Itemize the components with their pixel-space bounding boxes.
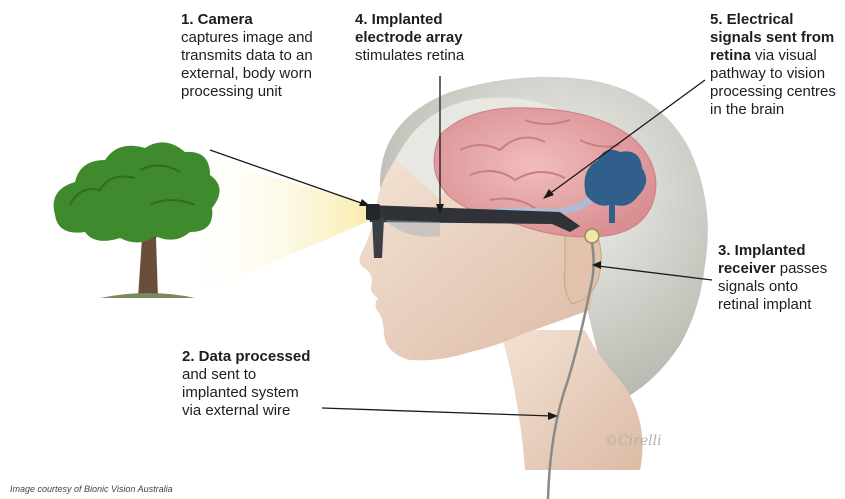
step-camera-label: 1. Camera captures image and transmits d… (181, 11, 321, 101)
step-camera-title: 1. Camera (181, 11, 253, 28)
step-electrode-label: 4. Implanted electrode array stimulates … (355, 11, 490, 65)
step-electrode-text: stimulates retina (355, 47, 464, 64)
receiver-icon (585, 229, 599, 243)
step-data-text: and sent to implanted system via externa… (182, 366, 299, 419)
image-credit: Image courtesy of Bionic Vision Australi… (10, 484, 173, 494)
step-data-label: 2. Data processed and sent to implanted … (182, 348, 317, 420)
artist-signature: ©Cirelli (604, 433, 662, 449)
step-data-title: 2. Data processed (182, 348, 310, 365)
step-signals-label: 5. Electrical signals sent from retina v… (710, 11, 838, 119)
step-receiver-label: 3. Implanted receiver passes signals ont… (718, 242, 840, 314)
step-camera-text: captures image and transmits data to an … (181, 29, 313, 100)
step-electrode-title: 4. Implanted electrode array (355, 11, 463, 46)
